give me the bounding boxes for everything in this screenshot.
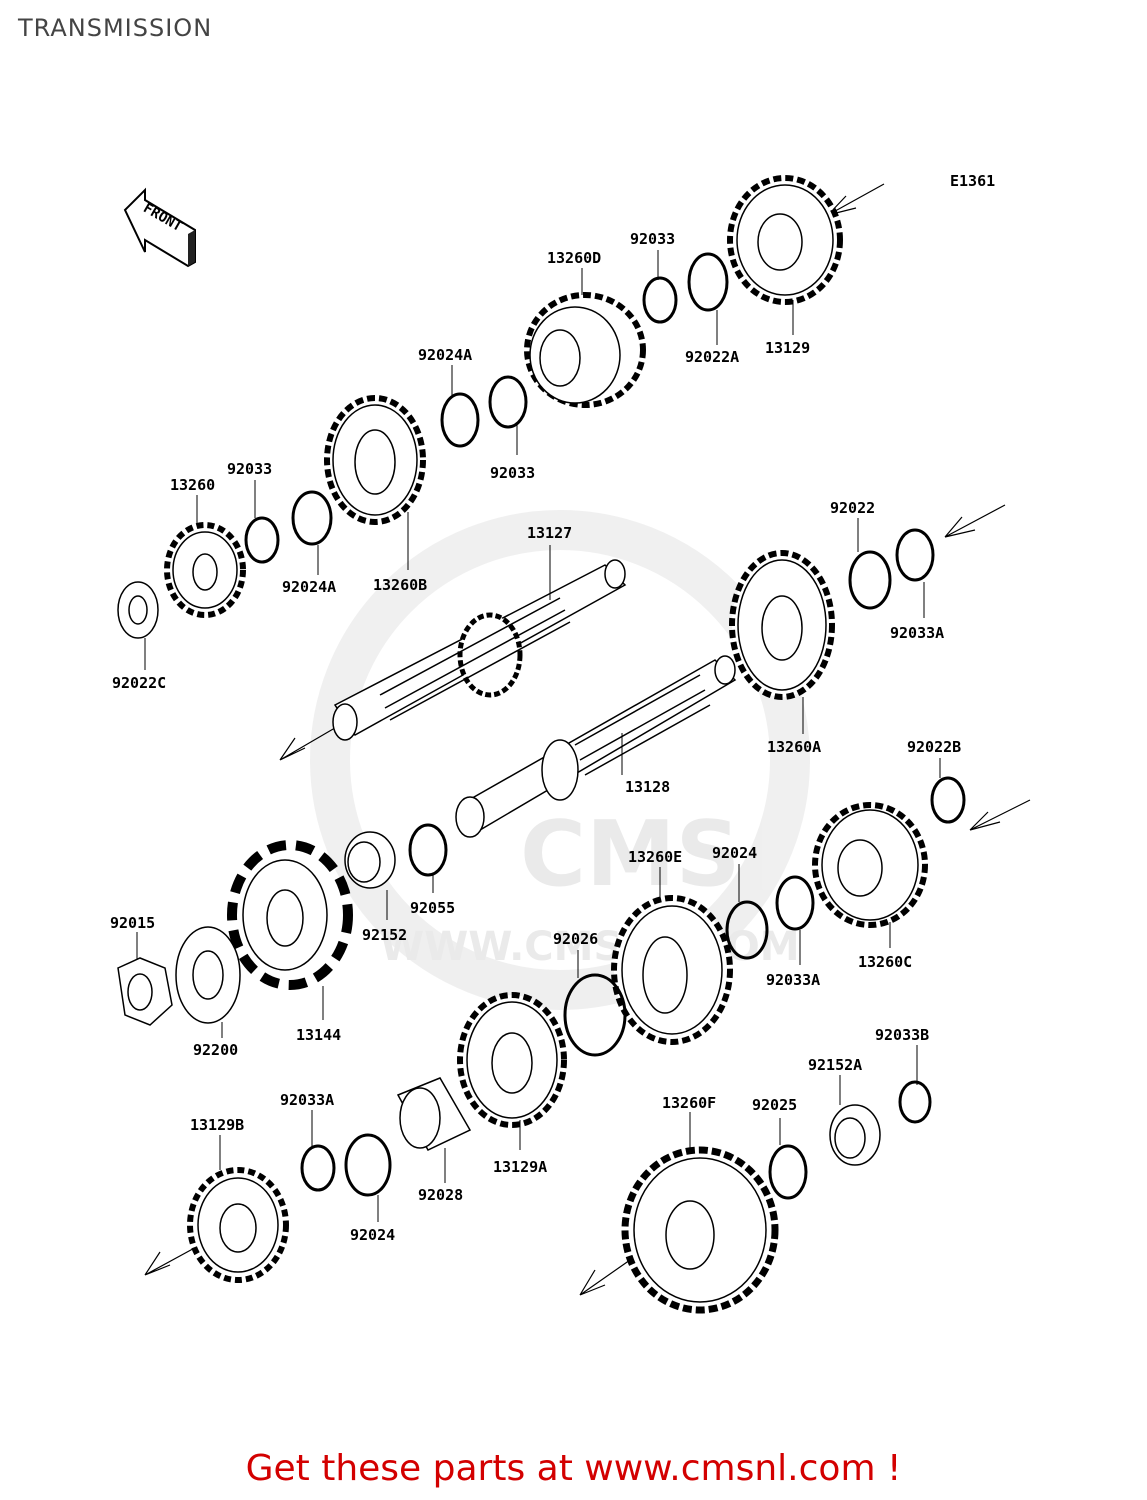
part-label-92033A-right: 92033A — [890, 624, 944, 642]
circlip-92033-left — [244, 516, 280, 564]
nut-92015 — [117, 957, 173, 1026]
part-label-13127: 13127 — [527, 524, 572, 542]
circlip-92033A-bottom — [300, 1144, 336, 1192]
bushing-92028 — [396, 1077, 472, 1151]
ref-code: E1361 — [950, 172, 995, 190]
page-title: TRANSMISSION — [18, 14, 213, 42]
part-label-13260F: 13260F — [662, 1094, 716, 1112]
gear-13129B — [187, 1167, 289, 1283]
gear-13260F — [621, 1146, 779, 1314]
part-label-92025: 92025 — [752, 1096, 797, 1114]
part-label-92022A: 92022A — [685, 348, 739, 366]
gear-13260C — [812, 802, 928, 928]
ring-92026 — [563, 973, 627, 1057]
part-label-92015: 92015 — [110, 914, 155, 932]
washer-92022C — [117, 581, 159, 639]
bushing-92152 — [344, 831, 396, 889]
part-label-13260A: 13260A — [767, 738, 821, 756]
transmission-exploded-diagram: CMS WWW.CMSNL.COM E1361 FRONT — [110, 172, 1031, 1314]
part-labels: 92033 13260D 92022A 13129 92024A 92033 9… — [110, 230, 961, 1244]
gear-13260E — [611, 895, 733, 1045]
gear-13260 — [164, 522, 246, 618]
ring-92025 — [768, 1144, 808, 1200]
part-label-13129A: 13129A — [493, 1158, 547, 1176]
part-label-13129: 13129 — [765, 339, 810, 357]
bearing-92152A — [829, 1104, 881, 1166]
part-label-13144: 13144 — [296, 1026, 341, 1044]
ring-92022 — [848, 550, 892, 610]
gear-13129 — [727, 175, 843, 305]
part-label-92033: 92033 — [630, 230, 675, 248]
part-label-92024A-top: 92024A — [418, 346, 472, 364]
ring-92022A — [687, 252, 729, 312]
gear-13260B — [324, 395, 426, 525]
part-label-92022: 92022 — [830, 499, 875, 517]
shaft-13127 — [332, 559, 627, 741]
part-label-13260D: 13260D — [547, 249, 601, 267]
part-label-13260B: 13260B — [373, 576, 427, 594]
part-label-92026: 92026 — [553, 930, 598, 948]
part-label-92024-bottom: 92024 — [350, 1226, 395, 1244]
part-label-92024A: 92024A — [282, 578, 336, 596]
front-arrow-icon: FRONT — [123, 187, 196, 268]
part-label-92033-mid: 92033 — [490, 464, 535, 482]
gear-13260A — [729, 550, 835, 700]
watermark-brand: CMS — [520, 802, 740, 907]
part-label-13260: 13260 — [170, 476, 215, 494]
part-label-13260E: 13260E — [628, 848, 682, 866]
circlip-92033B — [898, 1080, 932, 1124]
circlip-92033A-right — [895, 528, 935, 582]
direction-arrows — [144, 183, 1031, 1296]
part-label-13129B: 13129B — [190, 1116, 244, 1134]
part-label-92022C: 92022C — [112, 674, 166, 692]
circlip-92055 — [408, 823, 448, 877]
ring-92024A — [291, 490, 333, 546]
part-label-92152A: 92152A — [808, 1056, 862, 1074]
ring-92022B — [930, 776, 966, 824]
part-label-13128: 13128 — [625, 778, 670, 796]
part-label-92033A-bottom: 92033A — [280, 1091, 334, 1109]
part-label-13260C: 13260C — [858, 953, 912, 971]
part-label-92033B: 92033B — [875, 1026, 929, 1044]
part-label-92033A-center: 92033A — [766, 971, 820, 989]
ring-92024 — [725, 900, 769, 960]
washer-92200 — [175, 926, 241, 1024]
gear-13129A — [457, 992, 567, 1128]
circlip-92033 — [642, 276, 678, 324]
parts-link-banner[interactable]: Get these parts at www.cmsnl.com ! — [245, 1448, 902, 1489]
gear-13260D — [524, 292, 646, 408]
part-label-92022B: 92022B — [907, 738, 961, 756]
shaft-13128 — [455, 655, 737, 838]
part-label-92033-left: 92033 — [227, 460, 272, 478]
part-label-92028: 92028 — [418, 1186, 463, 1204]
sprocket-13144 — [227, 840, 353, 990]
ring-92024A-top — [440, 392, 480, 448]
ring-92024-bottom — [344, 1133, 392, 1197]
part-label-92152: 92152 — [362, 926, 407, 944]
leader-lines — [136, 250, 941, 1222]
circlip-92033-mid — [488, 375, 528, 429]
part-label-92024: 92024 — [712, 844, 757, 862]
part-label-92055: 92055 — [410, 899, 455, 917]
circlip-92033A-center — [775, 875, 815, 931]
part-label-92200: 92200 — [193, 1041, 238, 1059]
